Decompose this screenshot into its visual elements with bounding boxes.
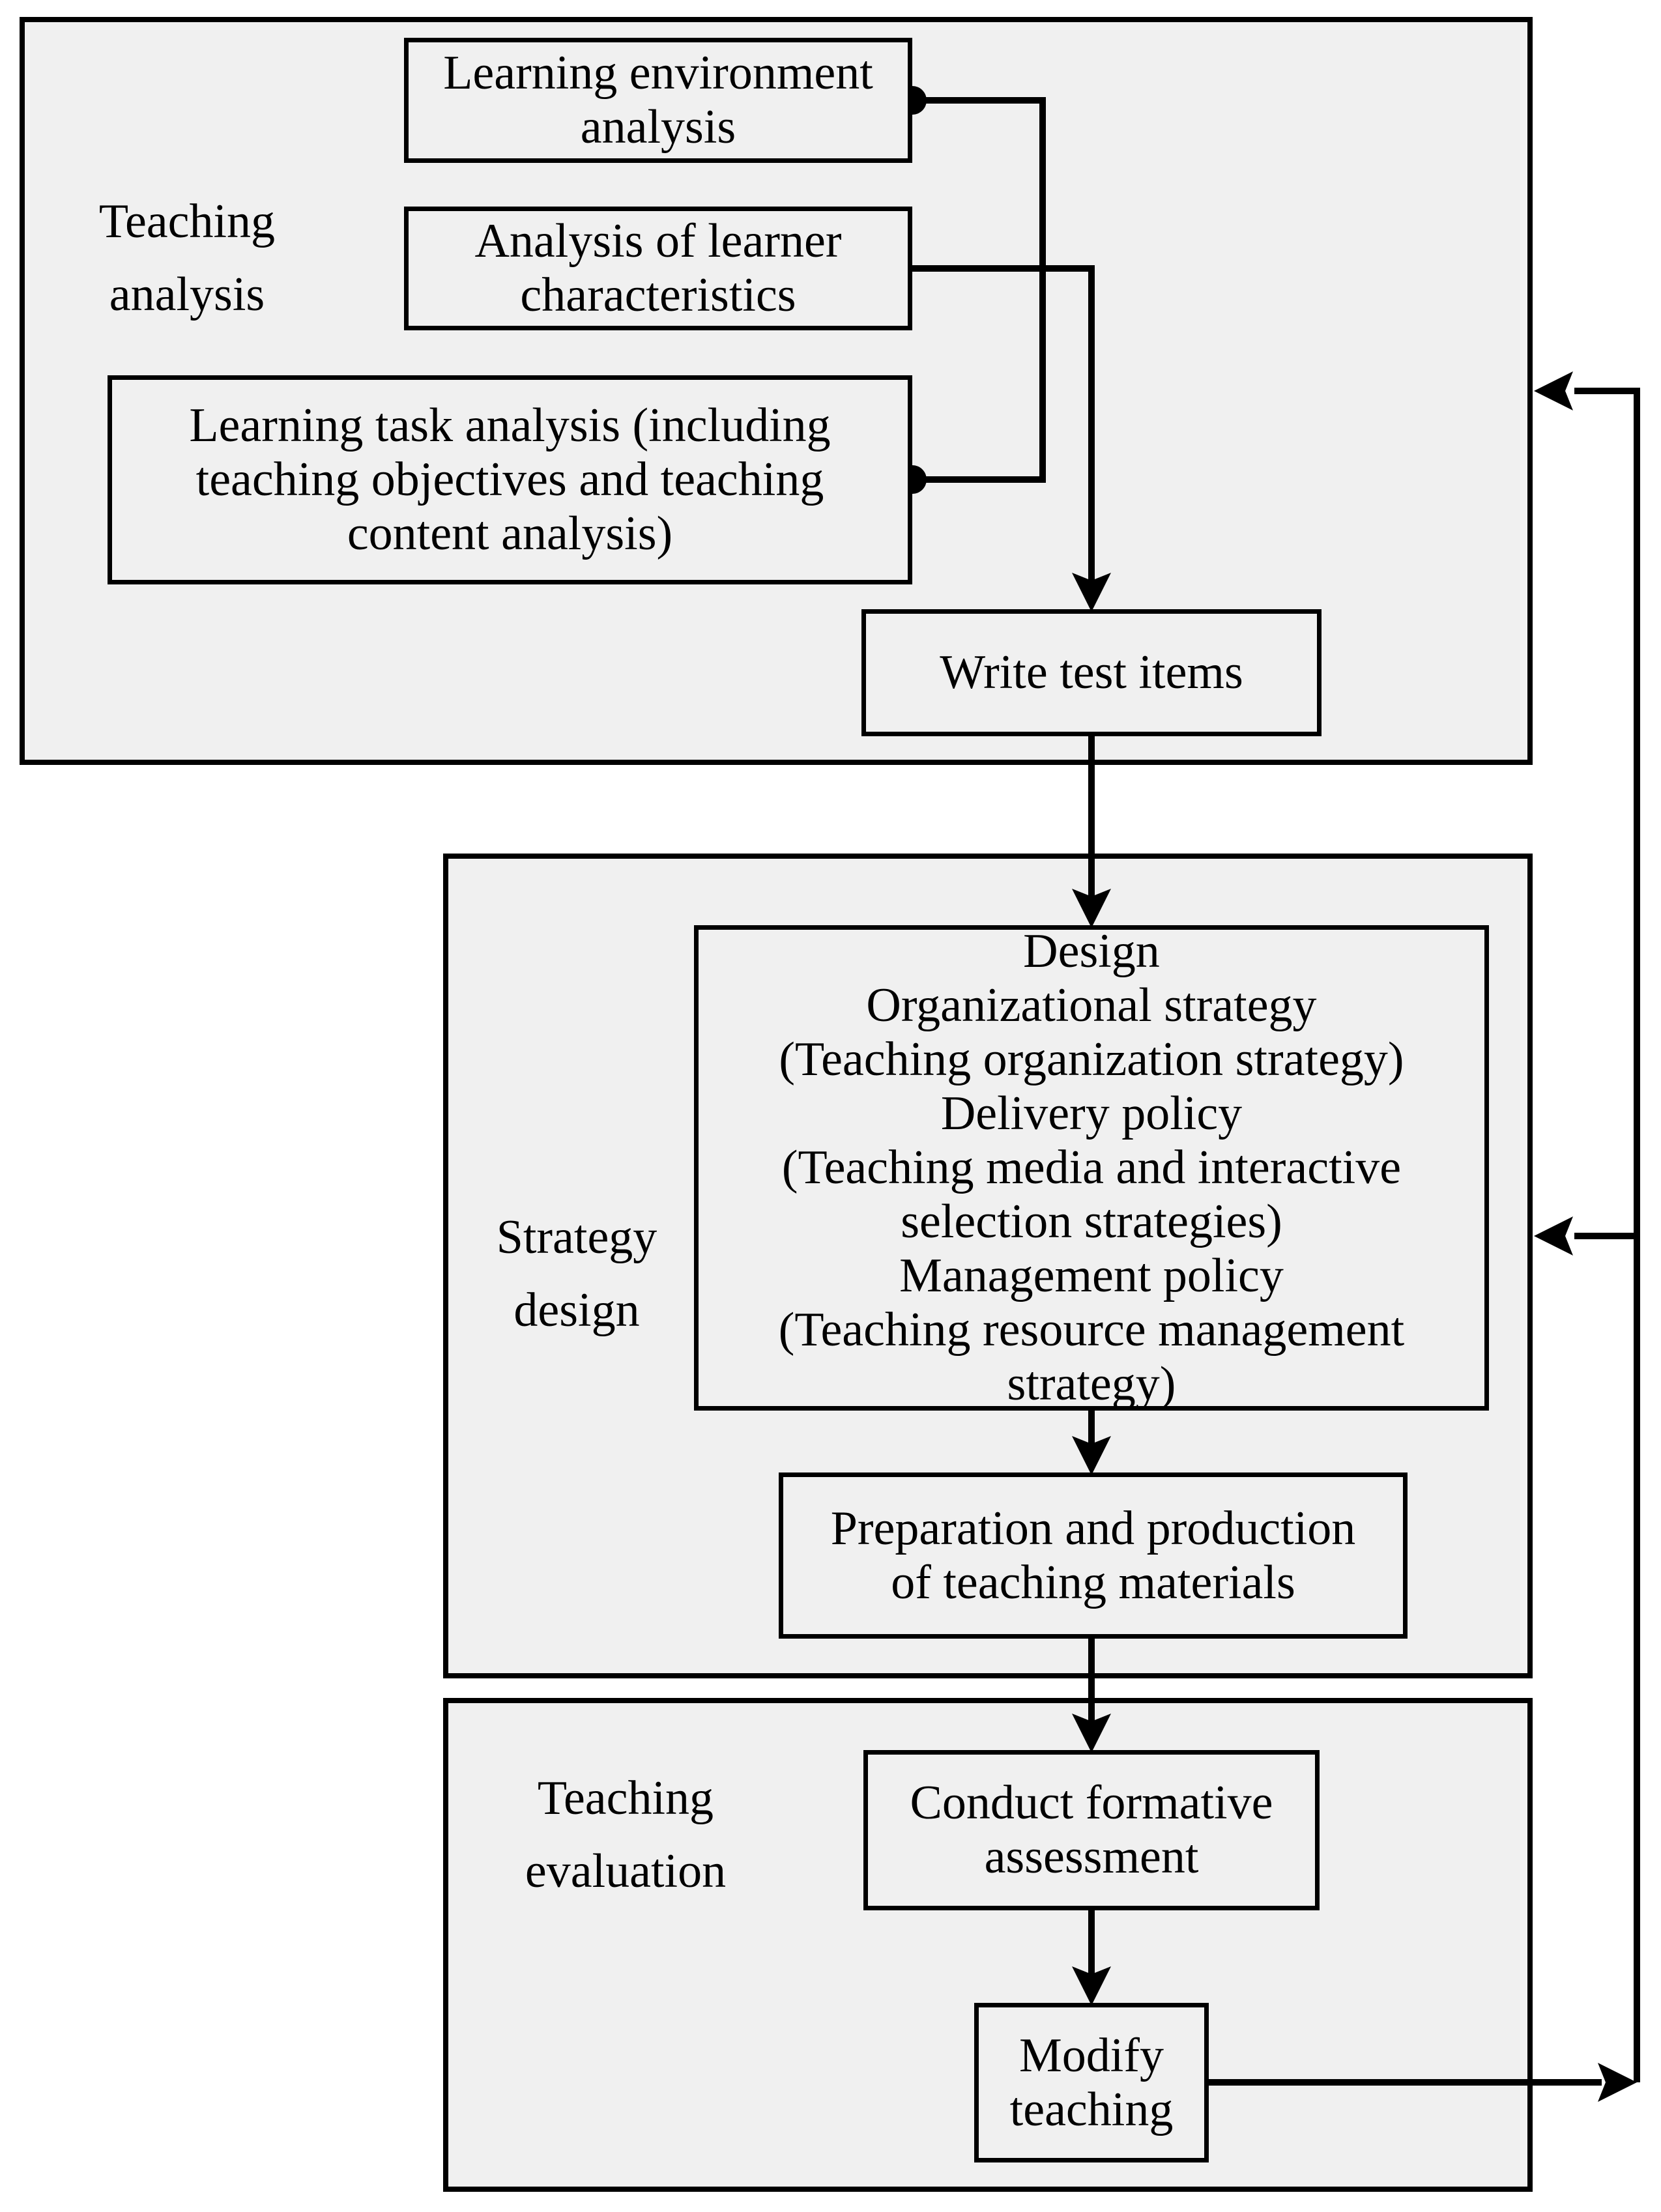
section-label-teaching-evaluation: Teaching evaluation xyxy=(525,1772,727,1898)
node-learning-environment-analysis: Learning environment analysis xyxy=(404,38,912,163)
node-modify-teaching: Modify teaching xyxy=(974,2003,1209,2162)
arrowhead-feedback-into-strategy-design xyxy=(1534,1216,1573,1256)
node-preparation-and-production: Preparation and production of teaching m… xyxy=(779,1472,1408,1639)
node-learning-task-analysis: Learning task analysis (including teachi… xyxy=(108,375,912,584)
node-analysis-of-learner-characteristics: Analysis of learner characteristics xyxy=(404,207,912,330)
connector-feedback-vertical xyxy=(1574,388,1640,2082)
node-write-test-items: Write test items xyxy=(861,609,1322,736)
section-label-strategy-design: Strategy design xyxy=(496,1211,657,1337)
node-conduct-formative-assessment: Conduct formative assessment xyxy=(863,1750,1320,1910)
node-design-strategies: Design Organizational strategy (Teaching… xyxy=(694,925,1489,1411)
section-label-teaching-analysis: Teaching analysis xyxy=(98,195,276,321)
arrowhead-feedback-into-teaching-analysis xyxy=(1534,371,1573,410)
arrowhead-feedback-junction xyxy=(1598,2063,1637,2102)
